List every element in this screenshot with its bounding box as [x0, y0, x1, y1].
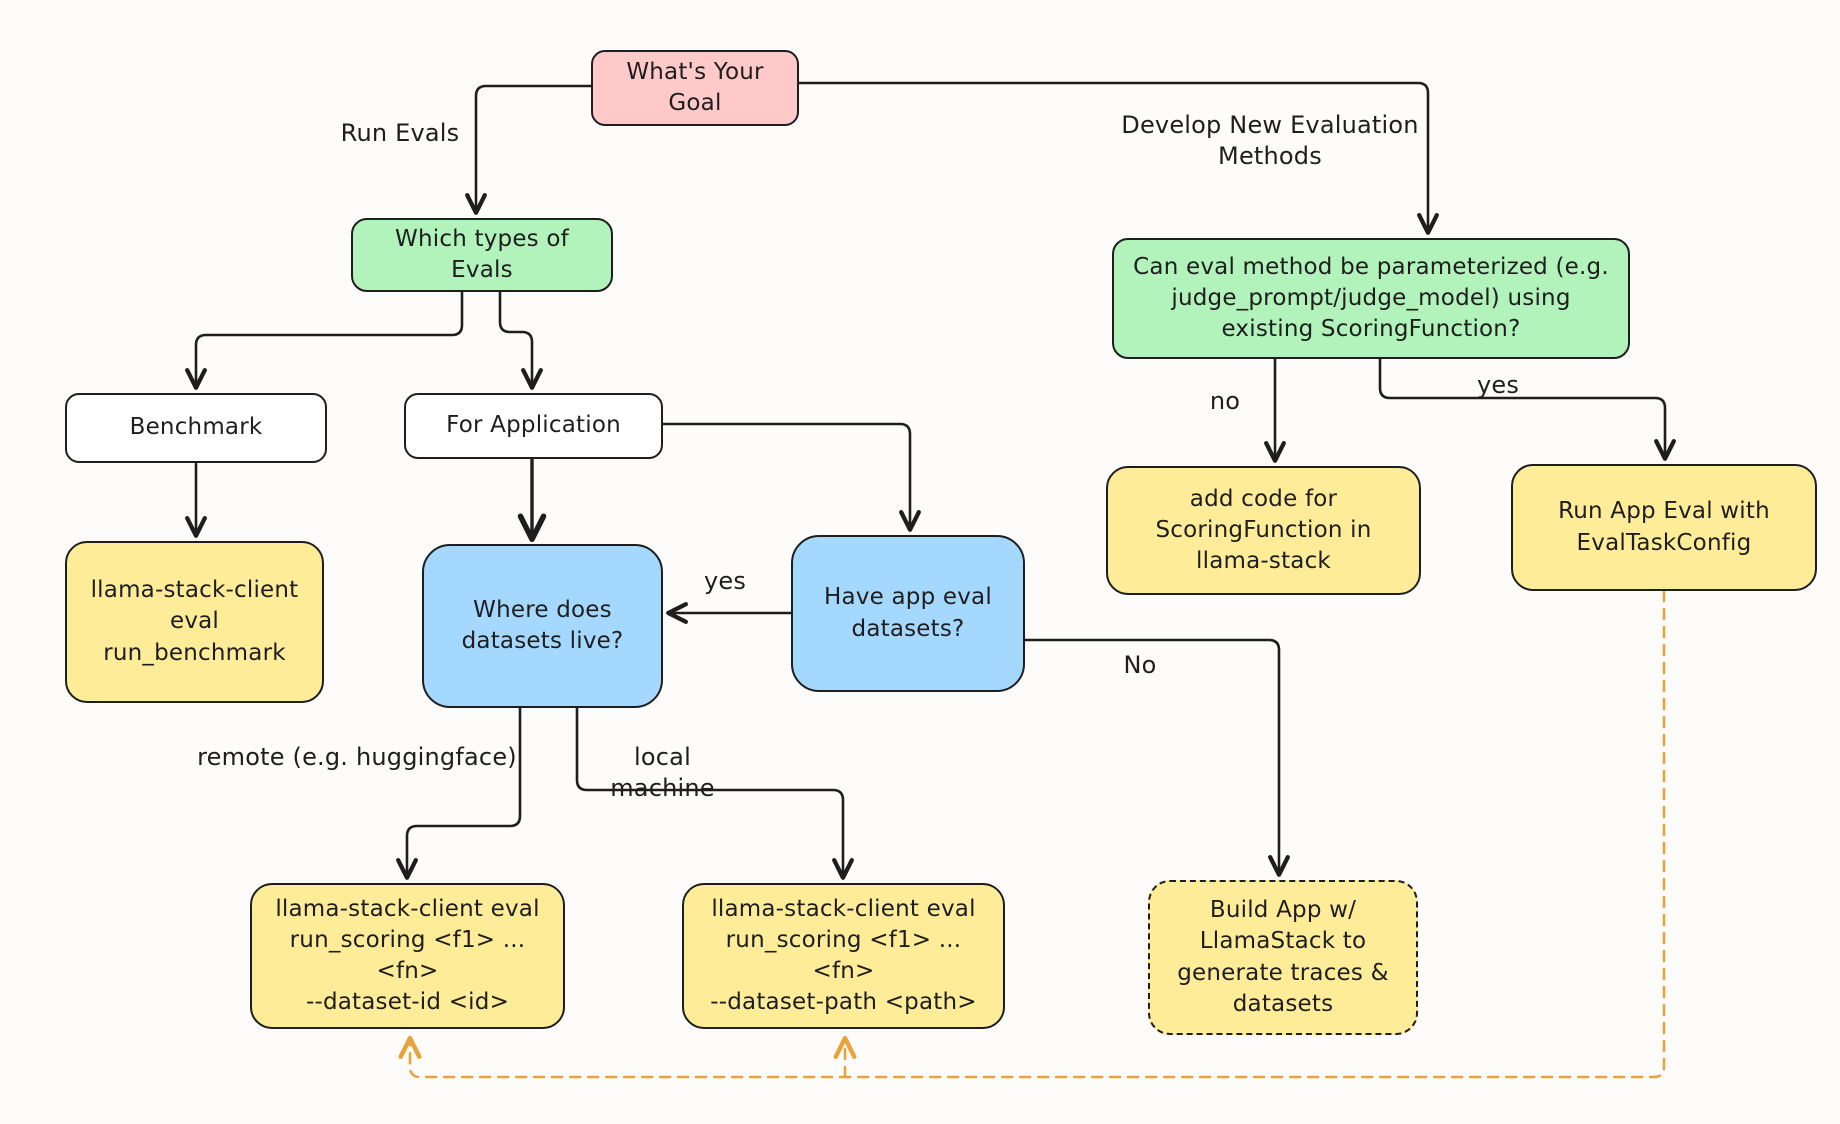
node-can-eval-method-be-parameterized: Can eval method be parameterized (e.g. j… — [1112, 238, 1630, 359]
edge-label-no-have-datasets: No — [1123, 651, 1157, 679]
edge-label-yes-have-datasets: yes — [703, 567, 747, 595]
edge-label-yes-parameterized: yes — [1476, 371, 1520, 399]
edge-for-application-to-have-datasets — [661, 422, 921, 532]
node-run-scoring-dataset-path-command: llama-stack-client eval run_scoring <f1>… — [682, 883, 1005, 1029]
edge-which-types-to-benchmark — [185, 290, 464, 390]
node-benchmark: Benchmark — [65, 393, 327, 463]
node-for-application: For Application — [404, 393, 663, 459]
node-build-app-with-llamastack: Build App w/ LlamaStack to generate trac… — [1148, 880, 1418, 1035]
edge-label-no-parameterized: no — [1209, 387, 1241, 415]
edge-label-local-machine: local machine — [610, 743, 715, 803]
node-which-types-of-evals: Which types of Evals — [351, 218, 613, 292]
edge-where-datasets-remote-to-run-scoring-id — [396, 706, 522, 880]
node-run-scoring-dataset-id-command: llama-stack-client eval run_scoring <f1>… — [250, 883, 565, 1029]
edge-goal-to-which-types — [465, 84, 593, 215]
edge-label-remote-huggingface: remote (e.g. huggingface) — [197, 743, 517, 771]
node-where-does-datasets-live: Where does datasets live? — [422, 544, 663, 708]
node-run-app-eval-with-evaltaskconfig: Run App Eval with EvalTaskConfig — [1511, 464, 1817, 591]
node-add-code-for-scoringfunction: add code for ScoringFunction in llama-st… — [1106, 466, 1421, 595]
node-have-app-eval-datasets: Have app eval datasets? — [791, 535, 1025, 692]
node-whats-your-goal: What's Your Goal — [591, 50, 799, 126]
edge-which-types-to-for-application — [498, 290, 543, 390]
edge-label-run-evals: Run Evals — [340, 119, 460, 147]
node-run-benchmark-command: llama-stack-client eval run_benchmark — [65, 541, 324, 703]
edge-label-develop-new-evaluation-methods: Develop New Evaluation Methods — [1121, 111, 1419, 171]
